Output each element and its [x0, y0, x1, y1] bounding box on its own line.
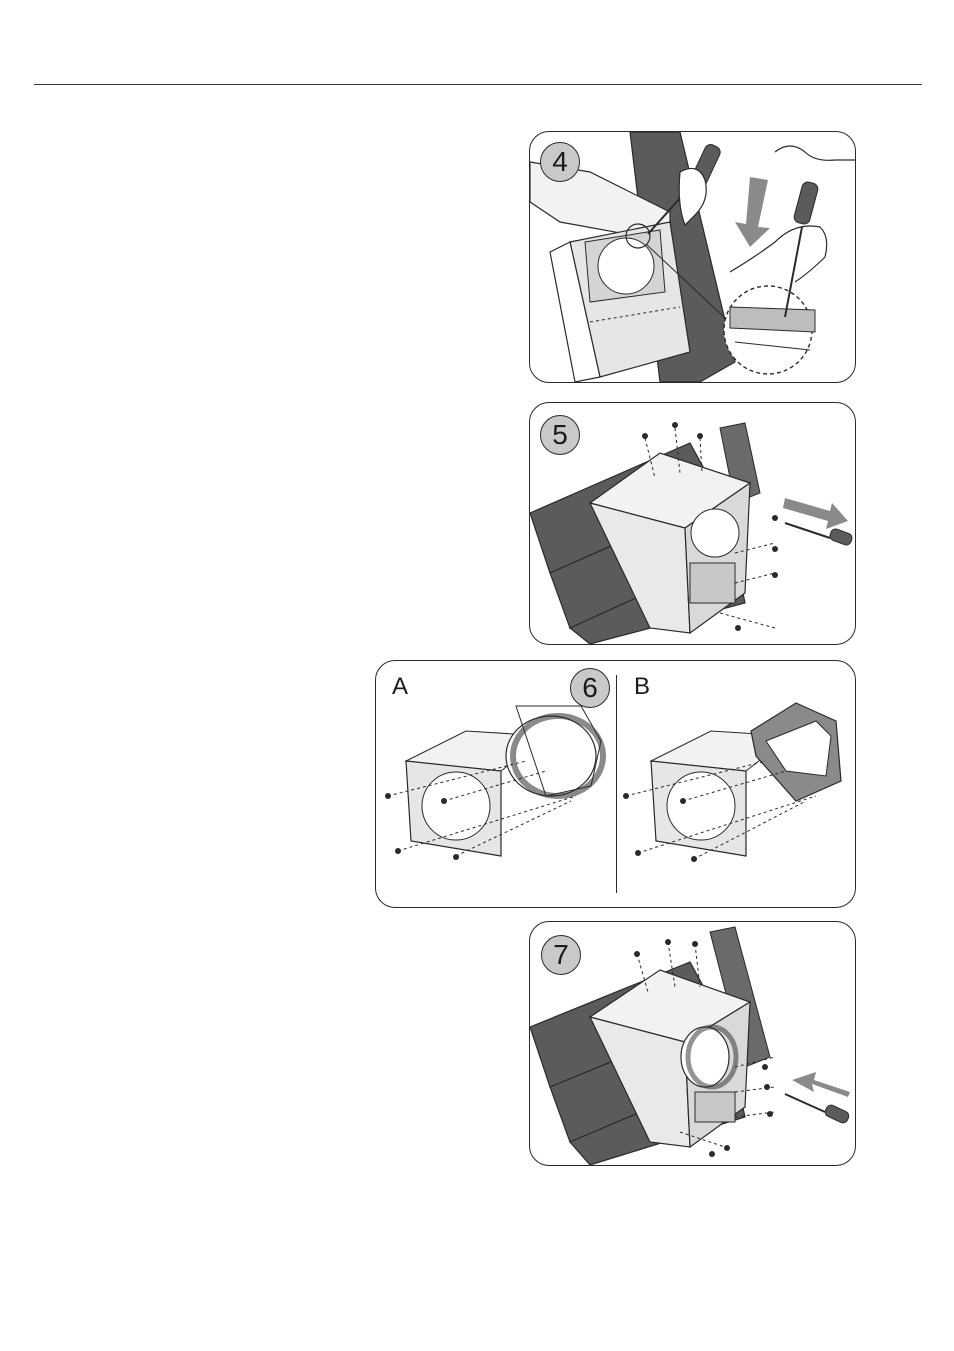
step-number-badge: 5	[540, 415, 580, 455]
header-rule	[34, 84, 922, 85]
option-divider	[616, 675, 617, 893]
step-number-badge: 6	[570, 668, 610, 708]
option-b-label: B	[634, 673, 650, 701]
step-6-panel: A 6 B	[375, 660, 856, 908]
option-a-label: A	[392, 673, 408, 701]
step-4-panel: 4	[529, 131, 856, 383]
step-5-panel: 5	[529, 402, 856, 645]
step-number-badge: 4	[540, 142, 580, 182]
step-number-badge: 7	[541, 935, 581, 975]
step-4-illustration	[530, 132, 855, 382]
step-7-panel: 7	[529, 921, 856, 1166]
